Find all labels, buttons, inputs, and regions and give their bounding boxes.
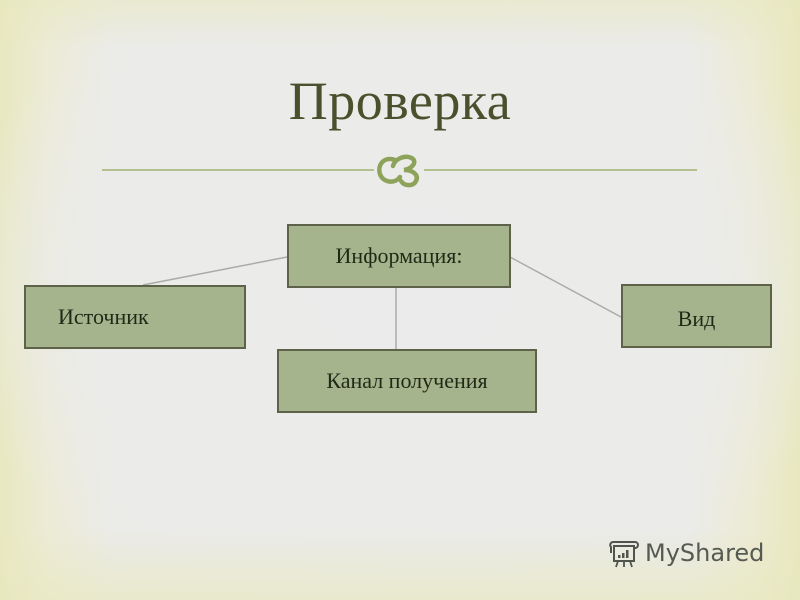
connector-info-source <box>142 256 288 286</box>
connector-info-type <box>509 256 622 318</box>
ornament-flourish-icon <box>373 150 427 190</box>
node-channel-label: Канал получения <box>326 368 488 393</box>
title-divider-right <box>424 169 697 171</box>
watermark-text: MyShared <box>645 539 765 567</box>
presentation-board-icon <box>609 541 639 568</box>
title-divider-left <box>102 169 374 171</box>
node-source-label: Источник <box>58 304 149 329</box>
slide-title: Проверка <box>288 71 512 131</box>
node-information-label: Информация: <box>335 243 463 268</box>
node-information: Информация: <box>287 224 511 288</box>
node-source: Источник <box>24 285 246 349</box>
node-type-label: Вид <box>677 306 716 331</box>
myshared-watermark[interactable]: MyShared <box>607 535 764 571</box>
node-type: Вид <box>621 284 772 348</box>
node-channel: Канал получения <box>277 349 537 413</box>
